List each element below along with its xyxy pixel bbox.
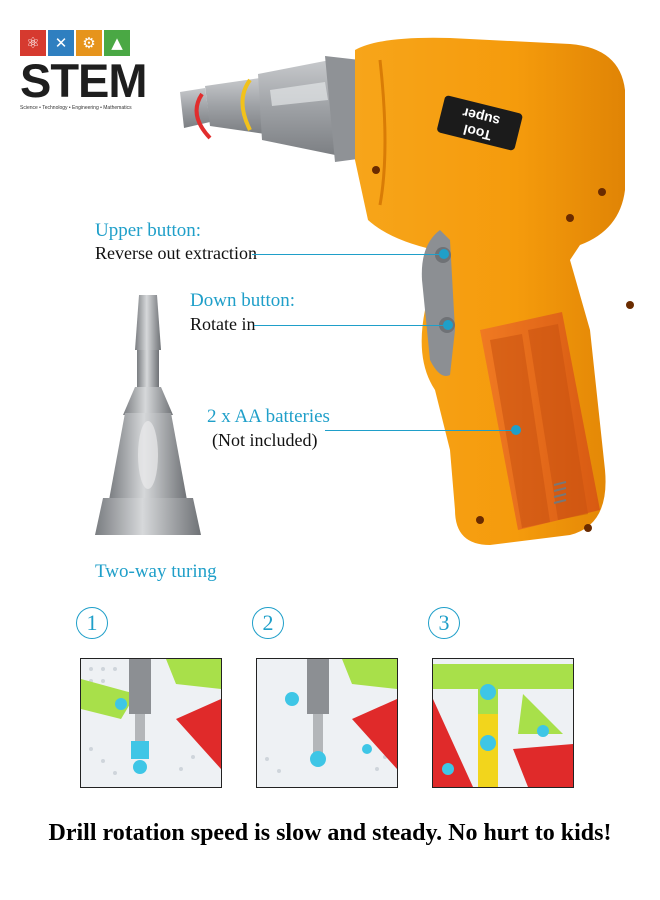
- step-number-1: 1: [76, 607, 108, 639]
- upper-button-dot: [439, 249, 449, 259]
- logo-tagline: Science • Technology • Engineering • Mat…: [20, 105, 132, 111]
- logo-word: STEM: [20, 54, 148, 107]
- battery-text: (Not included): [212, 430, 318, 450]
- down-button-leader: [254, 325, 446, 326]
- toy-drill-illustration: super Tool: [180, 37, 634, 545]
- down-button-text: Rotate in: [190, 314, 256, 334]
- badge-text-tool: Tool: [462, 121, 494, 143]
- battery-dot: [511, 425, 521, 435]
- drill-chuck: [180, 56, 365, 162]
- rotation-arrow-red-icon: [194, 92, 212, 140]
- upper-button-title: Upper button:: [95, 220, 202, 241]
- logo-icon-tiles: ⚛ ✕ ⚙ ▲: [20, 30, 138, 56]
- footer-slogan: Drill rotation speed is slow and steady.…: [48, 820, 612, 846]
- battery-leader: [325, 430, 515, 431]
- upper-button-text: Reverse out extraction: [95, 243, 257, 263]
- drill-bit-illustration: [95, 295, 201, 535]
- super-tool-badge: super Tool: [437, 95, 523, 151]
- atom-icon: ⚛: [20, 30, 46, 56]
- upper-button-leader: [252, 254, 442, 255]
- battery-title: 2 x AA batteries: [207, 406, 330, 427]
- battery-compartment: [480, 312, 600, 530]
- down-button-dot: [443, 320, 453, 330]
- tools-icon: ✕: [48, 30, 74, 56]
- down-button-title: Down button:: [190, 290, 296, 311]
- bit-caption: Two-way turing: [95, 561, 217, 582]
- step-3-image: [432, 658, 574, 788]
- rotation-arrow-yellow-icon: [240, 78, 252, 131]
- step-2-image: [256, 658, 398, 788]
- ruler-icon: ▲: [104, 30, 130, 56]
- step-1-image: [80, 658, 222, 788]
- stem-logo: ⚛ ✕ ⚙ ▲ STEM Science • Technology • Engi…: [20, 30, 148, 125]
- step-number-3: 3: [428, 607, 460, 639]
- trigger-buttons: [421, 230, 455, 376]
- gears-icon: ⚙: [76, 30, 102, 56]
- step-number-2: 2: [252, 607, 284, 639]
